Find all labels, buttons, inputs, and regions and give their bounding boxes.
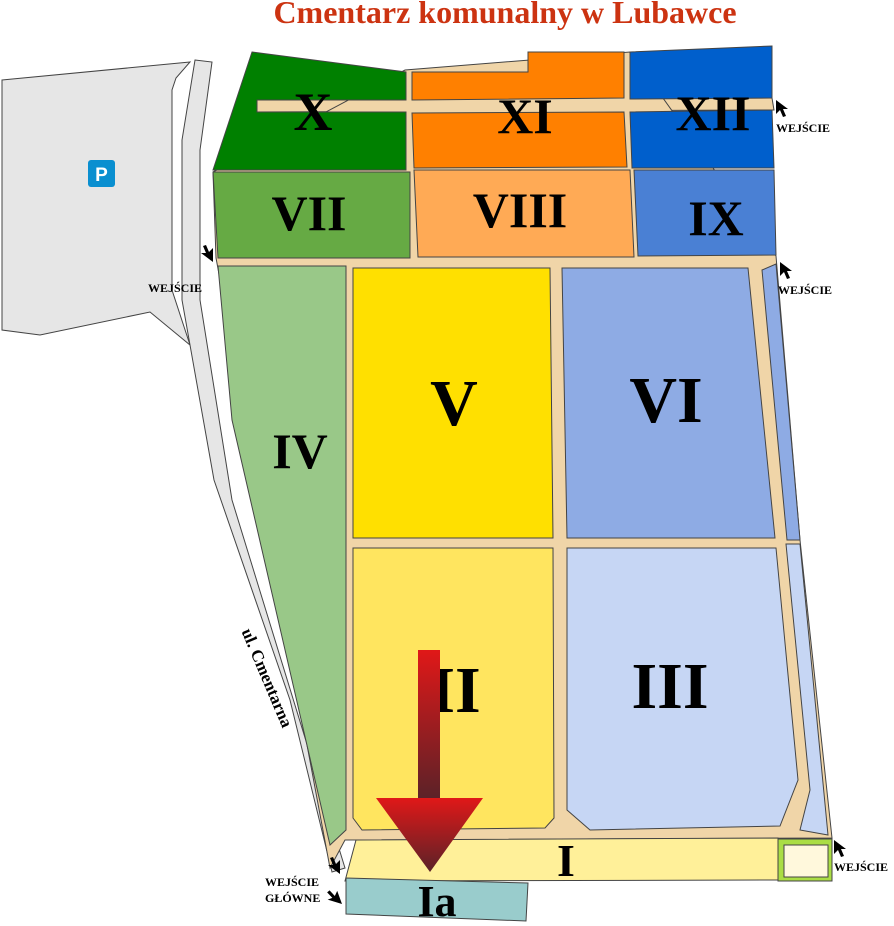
cursor-icon: [201, 245, 213, 262]
entrance-right-middle[interactable]: WEJŚCIE: [778, 262, 832, 297]
label: X: [294, 82, 333, 142]
sector-IV[interactable]: IV: [217, 265, 347, 846]
sector-XI[interactable]: XI: [411, 51, 628, 169]
cursor-icon: [776, 100, 788, 117]
entrance-bottom-right[interactable]: WEJŚCIE: [834, 840, 888, 874]
cursor-icon: [324, 888, 342, 909]
sector-VI[interactable]: VI: [561, 263, 801, 541]
sector-III[interactable]: III: [566, 543, 829, 836]
main-entrance-arrow: [376, 650, 483, 872]
cursor-icon: [780, 262, 792, 279]
label: GŁÓWNE: [265, 891, 320, 905]
parking-label: P: [95, 165, 108, 186]
label: WEJŚCIE: [834, 860, 888, 874]
label: WEJŚCIE: [148, 281, 202, 295]
parking-area: P: [1, 61, 192, 347]
label: WEJŚCIE: [265, 875, 319, 889]
entrance-main[interactable]: WEJŚCIE GŁÓWNE: [265, 857, 342, 909]
green-plot: [777, 838, 833, 882]
label: I: [557, 835, 575, 886]
sector-IX[interactable]: IX: [633, 169, 777, 257]
label: VI: [629, 364, 702, 437]
sector-VII[interactable]: VII: [212, 171, 411, 259]
label: IX: [688, 190, 744, 246]
sector-II[interactable]: II: [352, 547, 555, 831]
label: IV: [272, 423, 328, 479]
label: III: [631, 650, 708, 723]
sector-V[interactable]: V: [352, 267, 554, 539]
entrance-left[interactable]: WEJŚCIE: [148, 245, 213, 295]
sector-XII[interactable]: XII: [629, 45, 775, 169]
sector-X[interactable]: X: [212, 51, 407, 171]
label: WEJŚCIE: [776, 121, 830, 135]
label: VII: [271, 185, 346, 241]
sector-Ia[interactable]: Ia: [345, 877, 529, 926]
label: XI: [497, 88, 553, 144]
cursor-icon: [834, 840, 846, 857]
label: WEJŚCIE: [778, 283, 832, 297]
map-title: Cmentarz komunalny w Lubawce: [273, 0, 737, 30]
label: V: [430, 367, 478, 440]
label: VIII: [473, 182, 567, 238]
entrance-top-right[interactable]: WEJŚCIE: [776, 100, 830, 135]
parking-icon: [88, 160, 115, 187]
label: Ia: [417, 877, 456, 926]
sector-VIII[interactable]: VIII: [413, 169, 635, 258]
label: XII: [675, 85, 750, 141]
